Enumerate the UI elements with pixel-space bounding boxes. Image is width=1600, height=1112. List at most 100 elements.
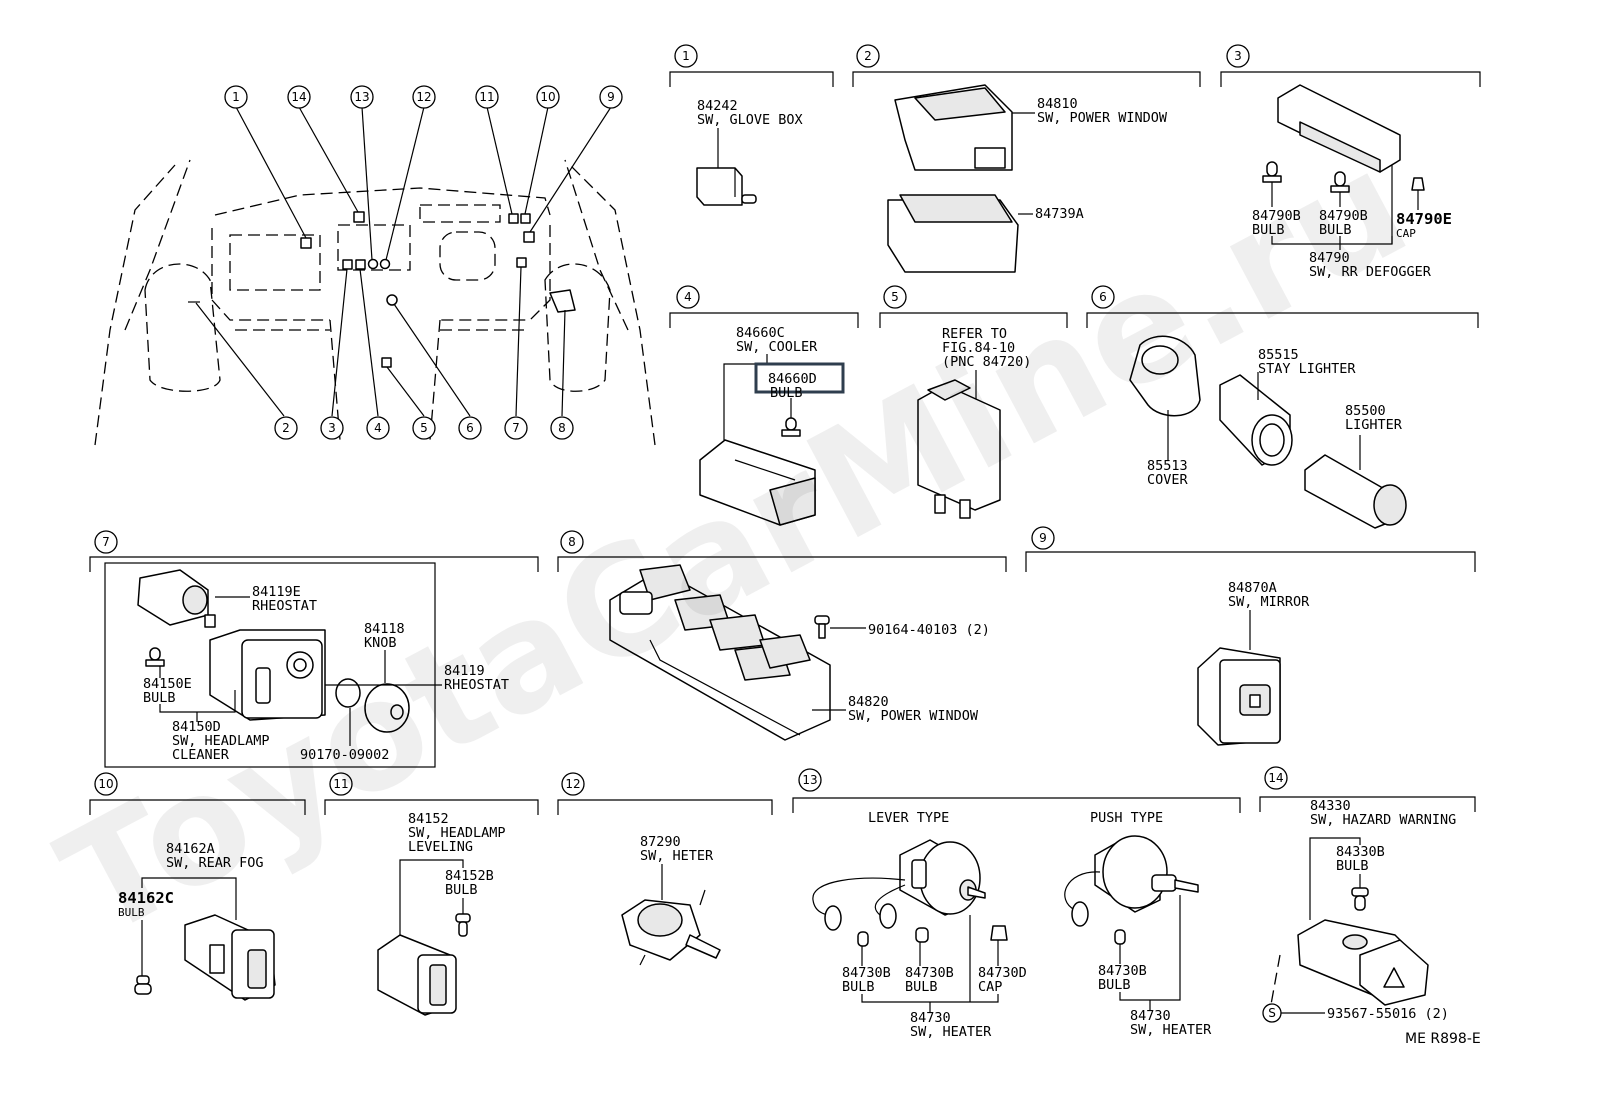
svg-text:9: 9 [1039,531,1047,545]
svg-text:84330: 84330 [1310,798,1351,814]
svg-text:SW, HEADLAMP: SW, HEADLAMP [408,825,506,841]
section-14-hazard: 14 84330 SW, HAZARD WARNING 84330B BULB … [1259,766,1476,1023]
svg-text:6: 6 [1099,290,1107,304]
svg-text:BULB: BULB [143,690,176,706]
svg-text:12: 12 [416,90,431,104]
svg-text:84790B: 84790B [1252,208,1301,224]
svg-text:84119: 84119 [444,663,485,679]
bulb-icon [781,417,801,437]
svg-text:84730B: 84730B [842,965,891,981]
svg-text:REFER TO: REFER TO [942,326,1007,342]
bulb-icon [455,913,471,937]
dashboard-overview: 1 14 13 12 11 10 9 2 3 4 5 6 7 8 [94,85,656,446]
svg-text:13: 13 [354,90,369,104]
svg-text:BULB: BULB [445,882,478,898]
svg-text:KNOB: KNOB [364,635,397,651]
svg-text:84150E: 84150E [143,676,192,692]
section-2-power-window: 2 84810 SW, POWER WINDOW 84739A [852,44,1201,273]
svg-text:84820: 84820 [848,694,889,710]
svg-text:84739A: 84739A [1035,206,1084,222]
svg-text:14: 14 [1268,771,1283,785]
drawing-code: ME R898-E [1405,1031,1481,1047]
bulb-icon [145,647,165,667]
section-7-headlamp-cleaner: 7 84119E RHEOSTAT 84150E BULB 84150D SW,… [89,530,539,768]
svg-text:SW, POWER WINDOW: SW, POWER WINDOW [848,708,979,724]
svg-text:BULB: BULB [1319,222,1352,238]
svg-text:87290: 87290 [640,834,681,850]
svg-text:11: 11 [479,90,494,104]
svg-text:3: 3 [1234,49,1242,63]
svg-text:84150D: 84150D [172,719,221,735]
svg-text:90170-09002: 90170-09002 [300,747,389,763]
overview-callout-12: 12 [412,85,436,109]
svg-text:SW, MIRROR: SW, MIRROR [1228,594,1310,610]
svg-text:9: 9 [607,90,615,104]
overview-callout-3: 3 [320,416,344,440]
overview-callout-4: 4 [366,416,390,440]
svg-text:SW, HEADLAMP: SW, HEADLAMP [172,733,270,749]
bulb-icon [1351,887,1369,911]
highlight-box [754,362,845,394]
svg-text:11: 11 [333,777,348,791]
overview-callout-8: 8 [550,416,574,440]
bulb-icon [134,975,152,995]
pnc-84660d: 84660D [768,371,817,387]
svg-text:FIG.84-10: FIG.84-10 [942,340,1015,356]
svg-text:84730B: 84730B [905,965,954,981]
svg-text:SW, HEATER: SW, HEATER [1130,1022,1212,1038]
svg-text:85513: 85513 [1147,458,1188,474]
svg-text:SW, HAZARD WARNING: SW, HAZARD WARNING [1310,812,1456,828]
svg-text:7: 7 [102,535,110,549]
svg-text:1: 1 [232,90,240,104]
svg-text:BULB: BULB [1336,858,1369,874]
bulb-icon [1330,171,1350,193]
s-mark-icon: S [1262,1003,1282,1023]
svg-text:(PNC 84720): (PNC 84720) [942,354,1031,370]
svg-text:84162A: 84162A [166,841,215,857]
svg-text:14: 14 [291,90,306,104]
svg-text:84118: 84118 [364,621,405,637]
svg-text:BULB: BULB [905,979,938,995]
svg-text:CLEANER: CLEANER [172,747,230,763]
svg-text:84162C: 84162C [118,889,174,907]
svg-text:90164-40103 (2): 90164-40103 (2) [868,622,990,638]
svg-text:84660C: 84660C [736,325,785,341]
svg-text:SW, POWER WINDOW: SW, POWER WINDOW [1037,110,1168,126]
overview-callout-2: 2 [274,416,298,440]
svg-text:1: 1 [682,49,690,63]
watermark-logo: ToyotaCarMine.ru [35,118,1434,972]
svg-text:5: 5 [420,421,428,435]
svg-text:COVER: COVER [1147,472,1189,488]
svg-text:SW, RR DEFOGGER: SW, RR DEFOGGER [1309,264,1432,280]
svg-text:2: 2 [864,49,872,63]
section-3-defogger: 3 84790B BULB 84790B BULB 84790E CAP 847… [1220,44,1481,280]
svg-text:84730: 84730 [1130,1008,1171,1024]
svg-text:84870A: 84870A [1228,580,1277,596]
section-12-heater: 12 87290 SW, HETER [557,772,773,966]
svg-text:SW, REAR FOG: SW, REAR FOG [166,855,264,871]
section-11-headlamp-leveling: 11 84152 SW, HEADLAMP LEVELING 84152B BU… [324,772,539,1016]
svg-text:SW, GLOVE BOX: SW, GLOVE BOX [697,112,803,128]
svg-text:SW, HETER: SW, HETER [640,848,714,864]
svg-text:LEVER TYPE: LEVER TYPE [868,810,949,826]
svg-text:LEVELING: LEVELING [408,839,473,855]
section-8-power-window-master: 8 90164-40103 (2) 84820 SW, POWER WINDOW [557,530,1007,741]
overview-callout-10: 10 [536,85,560,109]
svg-text:84152: 84152 [408,811,449,827]
svg-text:84790B: 84790B [1319,208,1368,224]
overview-callout-14: 14 [287,85,311,109]
svg-text:93567-55016 (2): 93567-55016 (2) [1327,1006,1449,1022]
overview-callout-5: 5 [412,416,436,440]
svg-text:85500: 85500 [1345,403,1386,419]
svg-text:BULB: BULB [118,906,145,919]
section-4-cooler: 4 84660C SW, COOLER 84660D BULB [669,285,859,526]
svg-text:5: 5 [891,290,899,304]
svg-text:84730B: 84730B [1098,963,1147,979]
svg-text:10: 10 [540,90,555,104]
svg-text:84790E: 84790E [1396,210,1452,228]
svg-text:3: 3 [328,421,336,435]
svg-text:10: 10 [98,777,113,791]
svg-text:SW, HEATER: SW, HEATER [910,1024,992,1040]
svg-text:BULB: BULB [1098,977,1131,993]
section-10-rear-fog: 10 84162A SW, REAR FOG 84162C BULB [89,772,306,1001]
